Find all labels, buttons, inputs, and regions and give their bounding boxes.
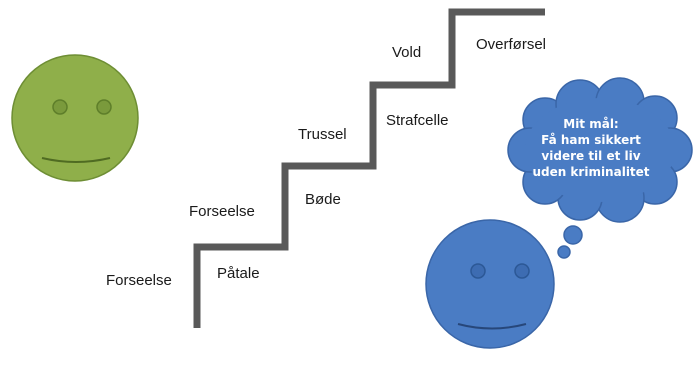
blue-face-right-eye <box>514 263 530 279</box>
blue-face-left-eye <box>470 263 486 279</box>
green-smiley-face <box>11 54 139 182</box>
green-face-mouth <box>41 157 111 163</box>
thought-bubble-text: Mit mål: Få ham sikkert videre til et li… <box>506 116 676 180</box>
blue-smiley-face <box>425 219 555 349</box>
staircase-line <box>193 8 545 328</box>
step-label-right-2: Bøde <box>305 191 341 208</box>
step-label-right-1: Påtale <box>217 265 260 282</box>
step-label-left-2: Forseelse <box>189 203 255 220</box>
thought-dot-small <box>557 245 571 259</box>
blue-face-mouth <box>457 323 527 330</box>
green-face-right-eye <box>96 99 112 115</box>
step-label-right-3: Strafcelle <box>386 112 449 129</box>
step-label-right-4: Overførsel <box>476 36 547 53</box>
thought-line-4: uden kriminalitet <box>532 165 650 179</box>
thought-dot-medium <box>563 225 583 245</box>
step-label-left-4: Vold <box>392 44 422 61</box>
step-label-left-3: Trussel <box>298 126 347 143</box>
thought-line-1: Mit mål: <box>563 117 619 131</box>
thought-line-2: Få ham sikkert <box>541 133 641 147</box>
green-face-left-eye <box>52 99 68 115</box>
step-label-left-1: Forseelse <box>106 272 172 289</box>
thought-line-3: videre til et liv <box>541 149 641 163</box>
